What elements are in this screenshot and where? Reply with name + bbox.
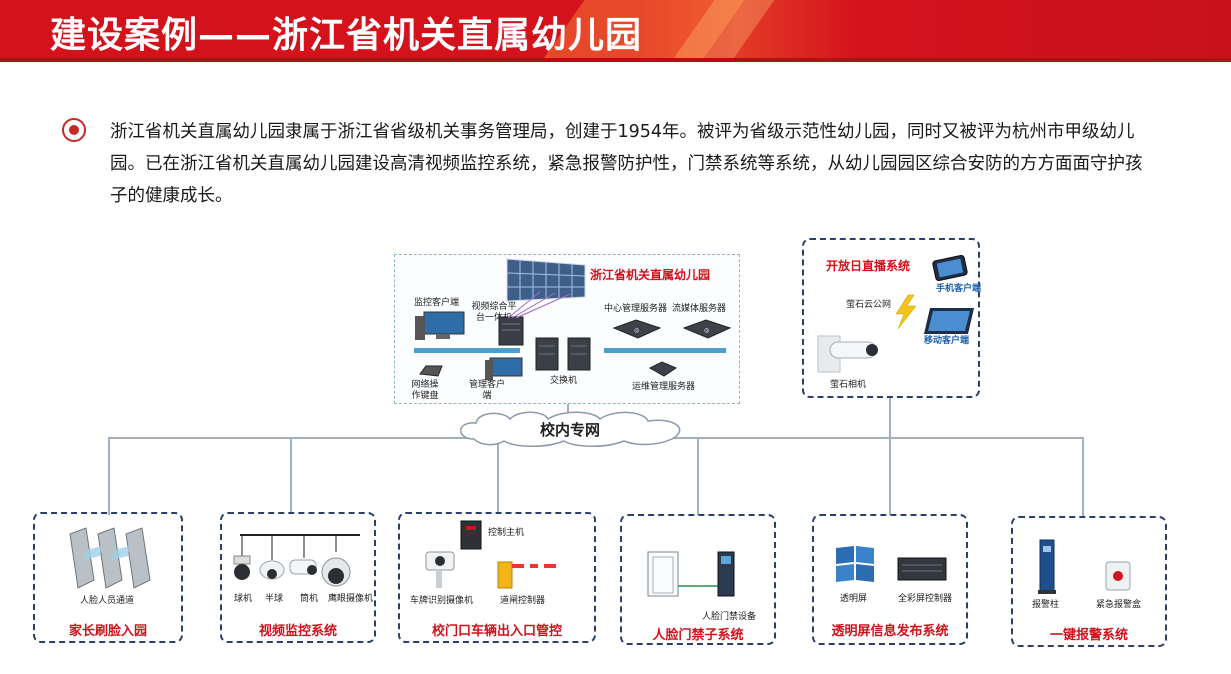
- screen-controller-icon: [897, 557, 947, 581]
- monitor-client-icon: [415, 311, 465, 340]
- system-box-screen: [812, 514, 968, 645]
- system-title-screen: 透明屏信息发布系统: [831, 624, 949, 639]
- switch-icon: [535, 337, 591, 371]
- transparent-screen-icon: [836, 546, 874, 582]
- banner-underline: [0, 58, 1231, 62]
- svg-text:◎: ◎: [704, 327, 709, 334]
- mgmt-client-icon: [485, 357, 523, 380]
- ops-server-icon: [648, 361, 678, 377]
- drop-line: [290, 437, 292, 513]
- cloud-icon: [460, 411, 681, 447]
- system-box-video: [220, 512, 376, 643]
- system-item: 鹰眼摄像机: [328, 594, 374, 604]
- live-link-line: [889, 398, 891, 438]
- alarm-pillar-icon: [1038, 539, 1056, 594]
- system-item: 道闸控制器: [500, 596, 546, 606]
- center-server-label: 中心管理服务器: [604, 304, 668, 314]
- drop-line: [697, 437, 699, 515]
- system-item: 筒机: [300, 594, 319, 604]
- video-wall-icon: [506, 258, 586, 302]
- drop-line: [1082, 437, 1084, 517]
- system-item: 车牌识别摄像机: [410, 596, 474, 606]
- lan-bar-left: [414, 348, 520, 353]
- keyboard-label: 网络操作键盘: [411, 380, 439, 401]
- campus-title: 浙江省机关直属幼儿园: [590, 268, 711, 282]
- system-title-vehicle: 校门口车辆出入口管控: [431, 624, 562, 639]
- camera-label: 萤石相机: [830, 380, 867, 390]
- bullet-icon: [62, 118, 86, 142]
- system-title-face-entry: 家长刷脸入园: [68, 624, 147, 639]
- keyboard-icon: [419, 365, 443, 377]
- system-title-video: 视频监控系统: [258, 624, 337, 639]
- system-box-face-entry: [33, 512, 183, 643]
- system-item: 紧急报警盒: [1096, 600, 1142, 610]
- tablet-client-label: 移动客户端: [924, 336, 970, 346]
- alarm-box-icon: [1105, 561, 1131, 591]
- turnstile-icon: [69, 527, 151, 589]
- system-box-face-access: [620, 514, 776, 645]
- system-item: 透明屏: [840, 594, 868, 604]
- mobile-client-label: 手机客户端: [936, 284, 982, 294]
- video-platform-label: 视频综合平台一体机: [471, 302, 517, 323]
- page-title: 建设案例——浙江省机关直属幼儿园: [50, 15, 643, 56]
- control-host-icon: [460, 520, 482, 550]
- camera-icon: [817, 335, 878, 373]
- cameras-icon: [233, 534, 351, 587]
- network-label: 校内专网: [540, 421, 601, 439]
- center-server-icon: ◎: [612, 319, 662, 339]
- tablet-icon: [924, 308, 974, 334]
- svg-text:◎: ◎: [634, 327, 639, 334]
- switch-label: 交换机: [550, 376, 578, 386]
- system-box-vehicle: [398, 512, 596, 643]
- door-access-icon: [647, 551, 735, 597]
- ops-server-label: 运维管理服务器: [632, 382, 696, 392]
- drop-line: [108, 437, 110, 515]
- campus-link-line: [567, 402, 569, 420]
- media-server-label: 流媒体服务器: [672, 304, 727, 314]
- drop-line: [889, 437, 891, 515]
- system-item: 人脸门禁设备: [702, 612, 757, 622]
- live-system-box: [802, 238, 980, 398]
- system-item: 半球: [265, 594, 284, 604]
- phone-icon: [932, 254, 968, 282]
- live-system-title: 开放日直播系统: [826, 259, 911, 273]
- intro-paragraph: 浙江省机关直属幼儿园隶属于浙江省省级机关事务管理局，创建于1954年。被评为省级…: [110, 122, 1143, 206]
- system-title-face-access: 人脸门禁子系统: [652, 628, 744, 643]
- media-server-icon: ◎: [682, 319, 732, 339]
- system-item: 全彩屏控制器: [898, 594, 953, 604]
- lpr-camera-icon: [425, 551, 455, 588]
- mgmt-client-label: 管理客户端: [468, 380, 505, 401]
- system-item: 控制主机: [488, 528, 525, 538]
- barrier-gate-icon: [497, 561, 556, 589]
- cloud-label: 萤石云公网: [846, 300, 892, 310]
- header-banner: 建设案例——浙江省机关直属幼儿园: [0, 0, 1231, 62]
- video-platform-icon: [498, 316, 524, 346]
- system-box-alarm: [1011, 516, 1167, 647]
- camera-rail: [240, 534, 360, 536]
- system-item: 球机: [234, 594, 253, 604]
- lan-bar-right: [604, 348, 726, 353]
- drop-line: [497, 437, 499, 513]
- system-item: 报警柱: [1032, 600, 1060, 610]
- system-item: 人脸人员通道: [80, 596, 135, 606]
- wall-connection-lines: [507, 291, 571, 319]
- system-title-alarm: 一键报警系统: [1049, 628, 1128, 643]
- monitor-client-label: 监控客户端: [414, 298, 460, 308]
- lightning-icon: [895, 294, 917, 330]
